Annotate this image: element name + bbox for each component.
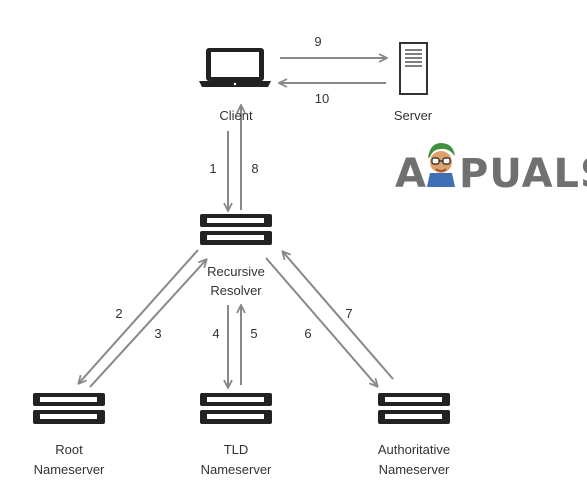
tld-label-line2: Nameserver <box>201 462 272 477</box>
arrow-step-2 <box>79 249 199 383</box>
authoritative-nameserver-node: Authoritative Nameserver <box>378 393 450 477</box>
watermark: A PUALS <box>395 143 587 197</box>
root-label-line1: Root <box>55 442 83 457</box>
arrow-step-6 <box>265 257 377 386</box>
step-label-10: 10 <box>315 91 329 106</box>
root-label-line2: Nameserver <box>34 462 105 477</box>
arrows <box>79 58 394 388</box>
server-rack-icon <box>200 214 272 245</box>
step-label-8: 8 <box>251 161 258 176</box>
step-label-4: 4 <box>212 326 219 341</box>
root-nameserver-node: Root Nameserver <box>33 393 105 477</box>
step-label-2: 2 <box>115 306 122 321</box>
laptop-icon <box>199 48 271 87</box>
server-rack-icon <box>33 393 105 424</box>
server-rack-icon <box>378 393 450 424</box>
tld-nameserver-node: TLD Nameserver <box>200 393 272 477</box>
watermark-text-right: PUALS <box>459 151 587 197</box>
arrow-step-3 <box>89 260 206 388</box>
step-label-3: 3 <box>154 326 161 341</box>
step-label-7: 7 <box>345 306 352 321</box>
watermark-text-left: A <box>395 151 427 197</box>
step-label-9: 9 <box>314 34 321 49</box>
server-node: Server <box>394 42 433 123</box>
authoritative-label-line1: Authoritative <box>378 442 450 457</box>
server-rack-icon <box>200 393 272 424</box>
step-numbers: 9 10 1 8 2 3 4 5 6 7 <box>115 34 352 341</box>
mascot-icon <box>427 143 455 187</box>
authoritative-label-line2: Nameserver <box>379 462 450 477</box>
resolver-label-line1: Recursive <box>207 264 265 279</box>
resolver-node: Recursive Resolver <box>200 214 272 298</box>
server-label: Server <box>394 108 433 123</box>
tld-label-line1: TLD <box>224 442 249 457</box>
resolver-label-line2: Resolver <box>210 283 262 298</box>
client-node: Client <box>199 48 271 123</box>
step-label-5: 5 <box>250 326 257 341</box>
server-tower-icon <box>399 42 428 95</box>
step-label-1: 1 <box>209 161 216 176</box>
step-label-6: 6 <box>304 326 311 341</box>
arrow-step-7 <box>283 252 394 380</box>
client-label: Client <box>219 108 253 123</box>
